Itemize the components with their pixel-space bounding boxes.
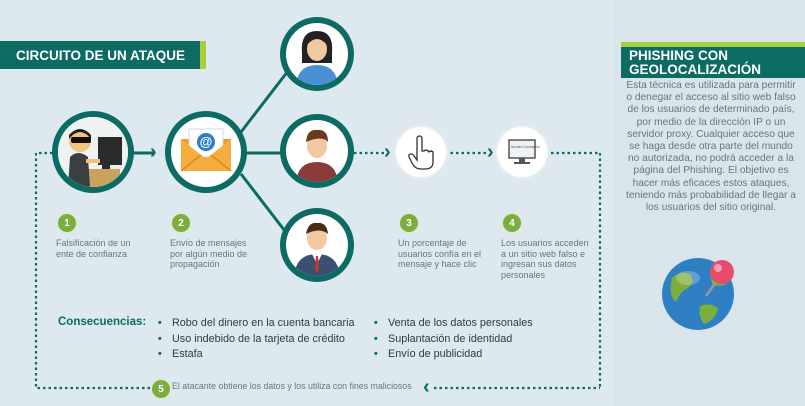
consequence-item: Suplantación de identidad: [374, 332, 533, 348]
step-text-1: Falsificación de un ente de confianza: [56, 238, 131, 259]
node-attacker: [52, 111, 134, 193]
svg-text:Nombre Contraseña: Nombre Contraseña: [511, 145, 540, 149]
step-badge-1: 1: [56, 212, 78, 234]
step-badge-5: 5: [150, 378, 172, 400]
man-avatar-icon: [296, 129, 338, 182]
step-badge-2: 2: [170, 212, 192, 234]
arrow-chevron-4: ›: [487, 141, 494, 163]
node-click: [396, 127, 446, 177]
branch-top: [239, 70, 290, 133]
monitor-icon: Nombre Contraseña: [508, 139, 540, 164]
consequence-item: Uso indebido de la tarjeta de crédito: [158, 332, 354, 348]
arrow-chevron-5: ‹: [423, 376, 430, 398]
consequence-item: Envío de publicidad: [374, 347, 533, 363]
step-badge-3: 3: [398, 212, 420, 234]
globe-pin-icon: [662, 258, 734, 330]
hacker-icon: [58, 117, 128, 187]
consequence-item: Robo del dinero en la cuenta bancaria: [158, 316, 354, 332]
arrow-chevron-1: ›: [150, 141, 157, 163]
geolocation-description: Esta técnica es utilizada para permitir …: [626, 80, 796, 214]
hand-pointer-icon: [408, 135, 434, 170]
section-header-geolocation: PHISHING CON GEOLOCALIZACIÓN: [621, 42, 805, 78]
consequences-title: Consecuencias:: [58, 316, 147, 328]
step-badge-4: 4: [501, 212, 523, 234]
consequence-item: Venta de los datos personales: [374, 316, 533, 332]
businessman-avatar-icon: [294, 222, 340, 276]
consequences-list-right: Venta de los datos personales Suplantaci…: [374, 316, 533, 363]
envelope-icon: @: [180, 128, 232, 172]
node-fake-site: Nombre Contraseña: [497, 127, 547, 177]
step-text-5: El atacante obtiene los datos y los util…: [172, 381, 412, 391]
step-text-2: Envío de mensajes por algún medio de pro…: [170, 238, 248, 269]
consequence-item: Estafa: [158, 347, 354, 363]
node-user-woman: [280, 17, 354, 91]
consequences-list-left: Robo del dinero en la cuenta bancaria Us…: [158, 316, 354, 363]
node-email: @: [165, 111, 247, 193]
node-user-man-1: [280, 114, 354, 188]
arrow-chevron-3: ›: [384, 141, 391, 163]
node-user-man-2: [280, 208, 354, 282]
svg-text:@: @: [200, 134, 213, 149]
step-text-3: Un porcentaje de usuarios confía en el m…: [398, 238, 482, 269]
section-header-attack: CIRCUITO DE UN ATAQUE: [0, 41, 206, 69]
step-text-4: Los usuarios acceden a un sitio web fals…: [501, 238, 589, 280]
woman-avatar-icon: [296, 31, 338, 85]
branch-bottom: [239, 173, 290, 236]
